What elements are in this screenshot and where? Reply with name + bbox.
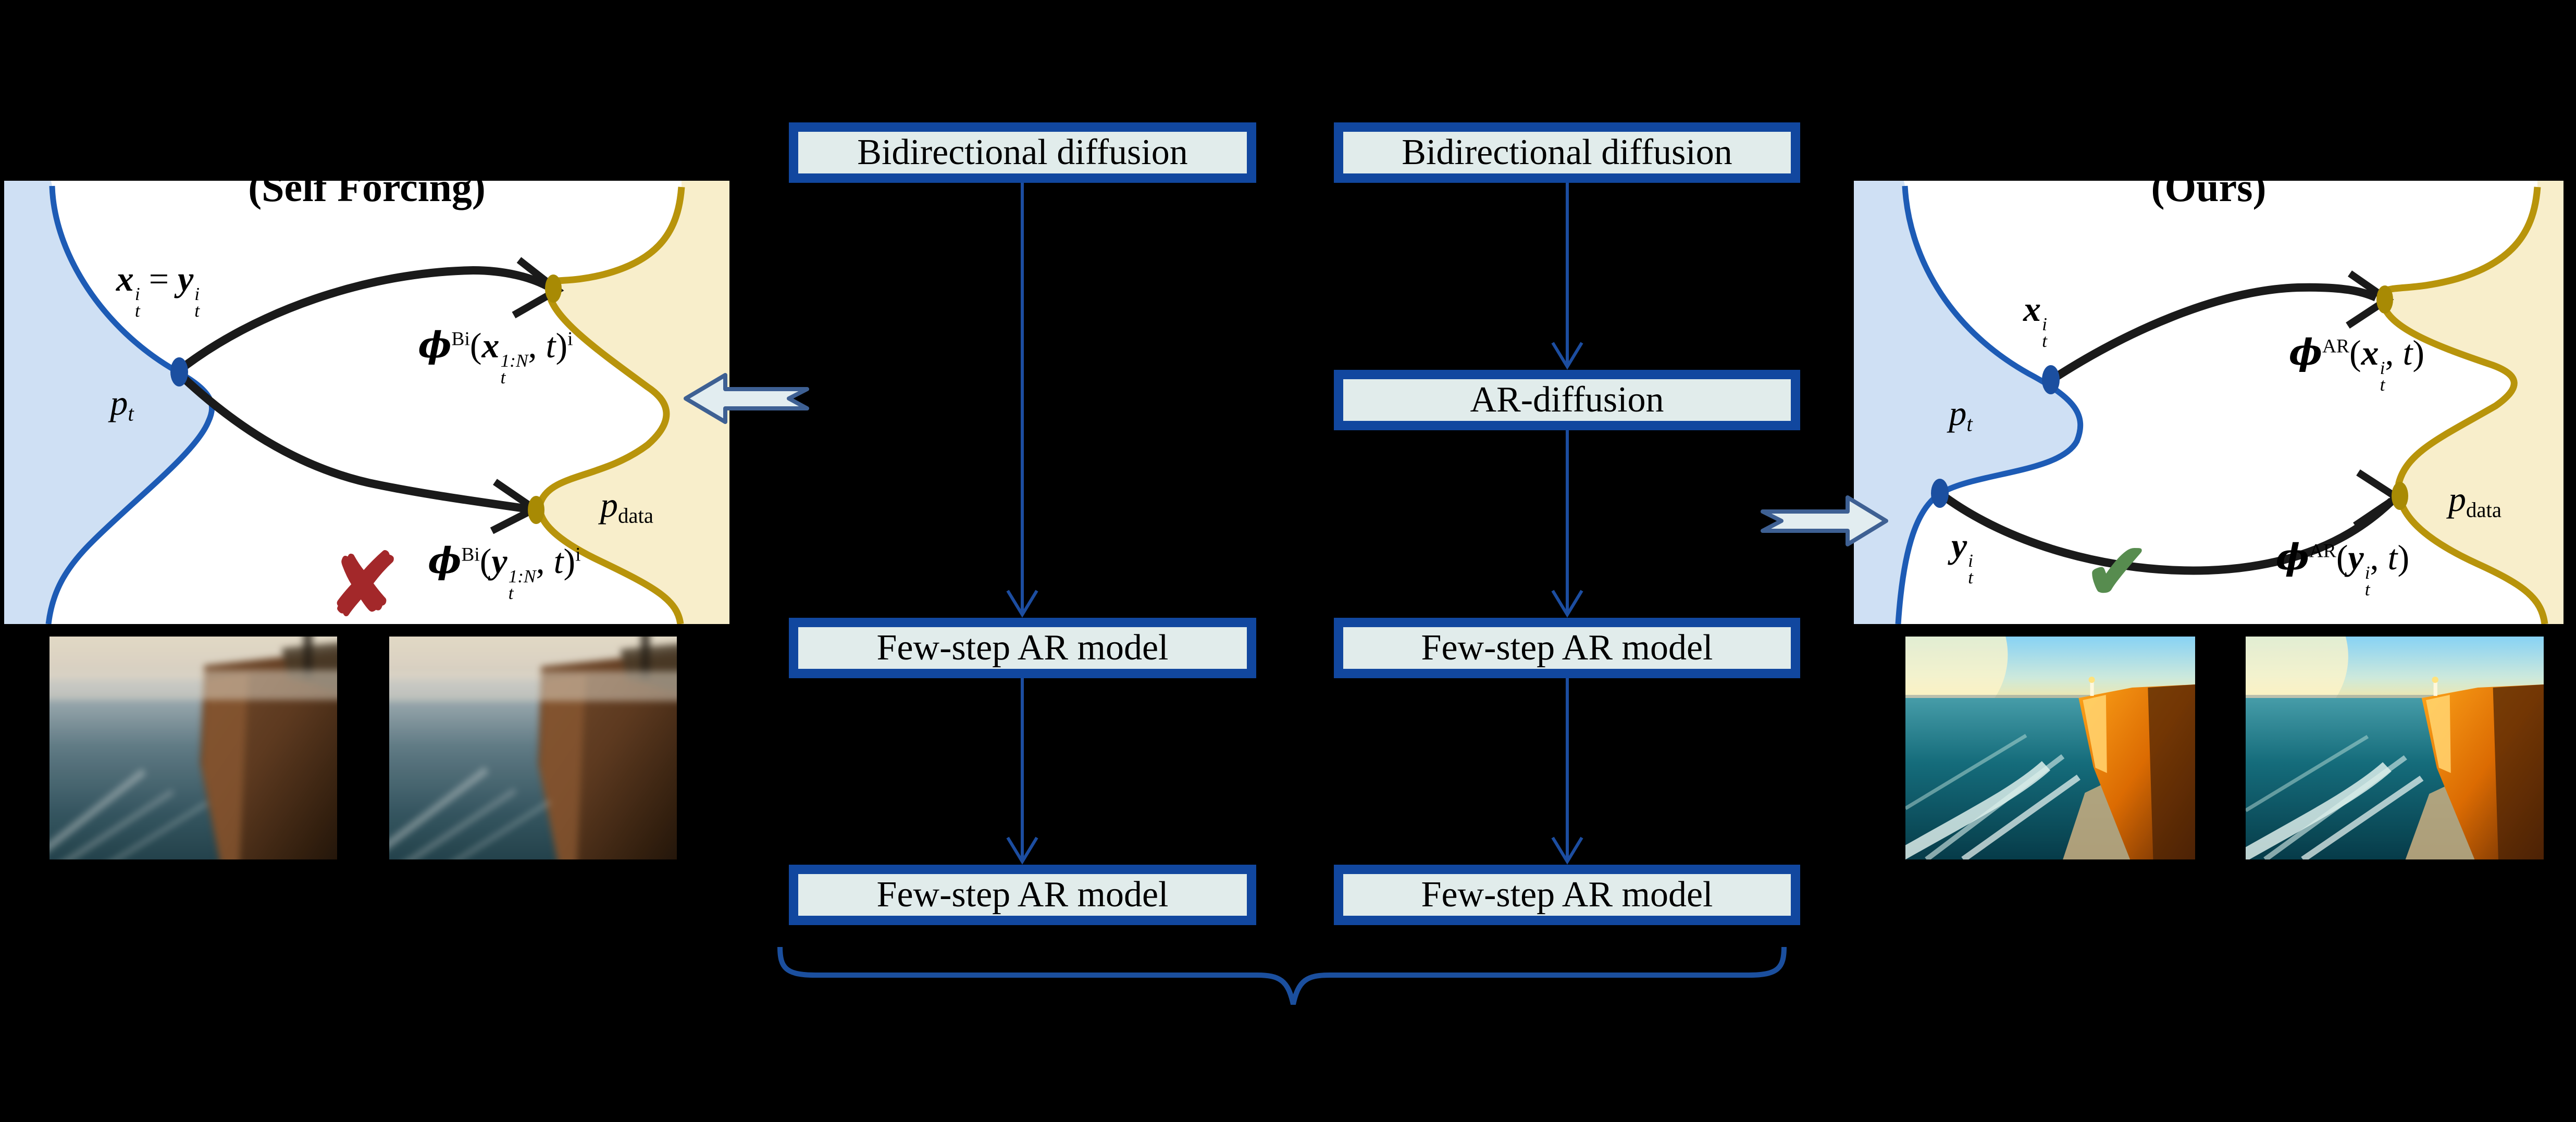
target-dot-top <box>2376 285 2393 314</box>
flow-box-label: Few-step AR model <box>1421 628 1713 668</box>
flow-box-few-step-ar-b1: Few-step AR model <box>1334 618 1800 678</box>
flow-box-few-step-ar-a1: Few-step AR model <box>789 618 1256 678</box>
foam-streak <box>49 768 146 851</box>
cliff-highlight <box>2426 695 2451 773</box>
foam-streak <box>64 789 175 859</box>
connector-arrowhead-icon <box>1551 837 1583 865</box>
cliff-shadow <box>2493 684 2544 859</box>
label-pt: pt <box>110 382 134 426</box>
haze <box>49 670 337 700</box>
flow-box-label: Few-step AR model <box>1421 875 1713 915</box>
video-frame-ours-2 <box>2246 637 2544 859</box>
connector-arrowhead-icon <box>1551 590 1583 618</box>
flow-box-bidirectional-diffusion-b: Bidirectional diffusion <box>1334 122 1800 183</box>
degraded-cliff-scene <box>389 637 677 859</box>
video-frame-self-forcing-2 <box>389 637 677 859</box>
connector-arrowhead-icon <box>1006 837 1038 865</box>
noise-distribution-fill <box>1854 181 2080 624</box>
check-icon: ✔ <box>2084 529 2150 616</box>
flow-arc-x <box>2047 283 2378 385</box>
label-pt: pt <box>1949 393 1973 436</box>
foam-streak <box>389 767 489 848</box>
horizon-landmass <box>1905 695 2195 700</box>
sunset-cliff-scene <box>2246 637 2544 859</box>
flow-arc-x <box>175 266 549 376</box>
flow-box-label: Bidirectional diffusion <box>857 132 1188 172</box>
foam-streak <box>112 801 208 859</box>
flow-box-few-step-ar-b2: Few-step AR model <box>1334 865 1800 925</box>
data-distribution-curve <box>536 186 685 624</box>
panel-title-self-forcing: (Self Forcing) <box>248 181 486 210</box>
sunset-cliff-scene <box>1905 637 2195 859</box>
label-pdata: pdata <box>2448 479 2501 522</box>
target-dot-bottom <box>2392 482 2408 510</box>
foam-streak <box>407 788 517 859</box>
wave-streak <box>2263 755 2407 859</box>
flow-box-bidirectional-diffusion-a: Bidirectional diffusion <box>789 122 1256 183</box>
ours-distribution-plot <box>1854 181 2563 624</box>
sample-dot-yt <box>1931 479 1949 508</box>
flow-box-label: Few-step AR model <box>876 875 1169 915</box>
wave-streak <box>1925 754 2065 859</box>
cliff-highlight <box>2083 695 2107 773</box>
noise-distribution-curve <box>45 185 215 624</box>
haze <box>389 671 677 701</box>
cross-icon: ✘ <box>327 538 400 625</box>
flow-arc-y <box>174 369 529 513</box>
video-frame-self-forcing-1 <box>49 637 337 859</box>
label-pdata: pdata <box>600 484 653 528</box>
data-distribution-fill <box>2382 181 2563 624</box>
panel-title-ours: (Ours) <box>2151 181 2267 210</box>
brace-icon <box>777 946 1787 1005</box>
horizon-landmass <box>2246 695 2544 700</box>
noise-distribution-fill <box>4 181 212 624</box>
connector-arrowhead-icon <box>1006 590 1038 618</box>
flow-box-label: Bidirectional diffusion <box>1402 132 1732 172</box>
cliff-light-face <box>202 672 249 859</box>
wave-streak <box>1961 775 2080 859</box>
lighthouse <box>2090 681 2094 696</box>
lighthouse <box>2433 681 2437 696</box>
tree-smudge <box>303 637 313 678</box>
wave-streak <box>2301 776 2424 859</box>
data-distribution-curve <box>2379 186 2548 624</box>
wave-streak <box>2246 735 2369 812</box>
flow-box-label: AR-diffusion <box>1470 380 1664 420</box>
connector-arrowhead-icon <box>1551 342 1583 370</box>
tree-smudge <box>640 637 650 679</box>
video-frame-ours-1 <box>1905 637 2195 859</box>
self-forcing-distribution-plot <box>4 181 729 624</box>
target-dot-bottom <box>528 496 544 524</box>
lighthouse-light <box>2432 677 2438 683</box>
cliff-shadow <box>2148 684 2195 859</box>
wave-streak <box>1905 734 2027 810</box>
cliff-light-face <box>540 673 586 859</box>
sample-dot-xt <box>2042 365 2060 394</box>
sample-dot-xt-yt <box>170 357 188 387</box>
lighthouse-light <box>2088 677 2095 683</box>
data-distribution-fill <box>540 181 729 624</box>
noise-distribution-curve <box>1895 185 2084 624</box>
flow-box-ar-diffusion: AR-diffusion <box>1334 370 1800 430</box>
flow-arc-y <box>1937 490 2395 575</box>
target-dot-top <box>545 275 562 303</box>
flow-box-few-step-ar-a2: Few-step AR model <box>789 865 1256 925</box>
degraded-cliff-scene <box>49 637 337 859</box>
foam-streak <box>454 800 551 859</box>
flow-box-label: Few-step AR model <box>876 628 1169 668</box>
